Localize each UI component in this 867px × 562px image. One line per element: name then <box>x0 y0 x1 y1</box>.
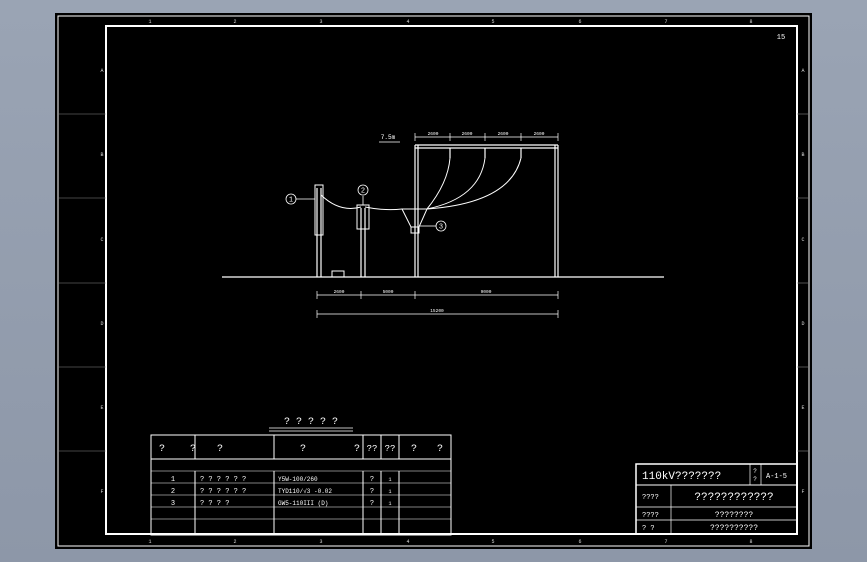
bom-cell-no: 1 <box>171 476 175 484</box>
title-side-label: ? <box>753 476 757 483</box>
dim-text: 2600 <box>462 131 473 137</box>
bom-cell-name: ? ? ? ? ? ? <box>200 488 246 496</box>
dim-text: 2600 <box>498 131 509 137</box>
col-marker: 3 <box>319 19 322 25</box>
title-row-label: ???? <box>642 494 659 502</box>
elevation-view <box>222 133 664 318</box>
row-marker: D <box>100 321 103 327</box>
bom-header: ?? <box>385 444 396 454</box>
drawing-title: 110kV??????? <box>642 471 721 483</box>
row-marker: F <box>801 489 804 495</box>
callout-3 <box>435 220 447 232</box>
bom-header: ? <box>217 444 223 455</box>
callout-label: 1 <box>289 197 293 205</box>
bom-title: ? ? ? ? ? <box>284 417 338 428</box>
cad-drawing: 1 2 3 4 5 6 7 8 1 2 3 4 5 6 7 8 A B C D … <box>57 15 810 547</box>
callout-1 <box>285 193 297 205</box>
bom-cell-unit: ? <box>370 476 374 484</box>
bom-cell-qty: 1 <box>388 501 391 507</box>
row-marker: C <box>801 237 804 243</box>
row-marker: C <box>100 237 103 243</box>
dim-text: 9000 <box>481 289 492 295</box>
title-row-value: ?????????? <box>710 524 758 533</box>
outer-border <box>57 15 810 547</box>
dim-text: 2600 <box>534 131 545 137</box>
col-marker: 7 <box>664 539 667 545</box>
bom-cell-no: 2 <box>171 488 175 496</box>
bom-header: ?? <box>367 444 378 454</box>
row-marker: B <box>801 152 804 158</box>
callout-label: 2 <box>361 188 365 196</box>
dim-text: 5000 <box>383 289 394 295</box>
bom-cell-qty: 1 <box>388 477 391 483</box>
col-marker: 8 <box>749 539 752 545</box>
row-marker: A <box>801 68 804 74</box>
col-marker: 5 <box>491 19 494 25</box>
row-marker: D <box>801 321 804 327</box>
bom-cell-model: TYD110/√3 -0.02 <box>278 488 332 495</box>
col-marker: 2 <box>233 19 236 25</box>
title-row-label: ???? <box>642 512 659 520</box>
col-marker: 4 <box>406 19 409 25</box>
row-marker: B <box>100 152 103 158</box>
bom-cell-name: ? ? ? ? <box>200 500 229 508</box>
bom-header: ? <box>159 444 165 455</box>
drawing-number: A-1-5 <box>766 473 787 481</box>
title-row-value: ???????????? <box>694 492 773 504</box>
bom-table <box>150 434 452 536</box>
col-marker: 7 <box>664 19 667 25</box>
row-marker: E <box>801 405 804 411</box>
col-marker: 6 <box>578 539 581 545</box>
bom-header: ? <box>437 444 443 455</box>
bom-header: ? <box>354 444 360 455</box>
dim-text: 2600 <box>428 131 439 137</box>
bom-header: ? <box>411 444 417 455</box>
page-number: 15 <box>777 34 785 42</box>
title-row-label: ? ? <box>642 525 655 533</box>
callout-label: 3 <box>439 224 443 232</box>
col-marker: 2 <box>233 539 236 545</box>
callout-2 <box>357 184 369 196</box>
title-side-label: ? <box>753 468 757 475</box>
bom-cell-model: Y5W-100/260 <box>278 476 318 483</box>
row-marker: A <box>100 68 103 74</box>
col-marker: 3 <box>319 539 322 545</box>
title-row-value: ???????? <box>715 511 754 520</box>
bom-header: ? <box>300 444 306 455</box>
elevation-label: 7.5m <box>381 134 396 141</box>
row-marker: F <box>100 489 103 495</box>
title-block <box>635 463 798 535</box>
bom-header: ? <box>190 444 196 455</box>
col-marker: 4 <box>406 539 409 545</box>
dim-text: 15200 <box>430 308 444 314</box>
col-marker: 1 <box>148 19 151 25</box>
col-marker: 1 <box>148 539 151 545</box>
col-marker: 6 <box>578 19 581 25</box>
col-marker: 5 <box>491 539 494 545</box>
bom-cell-no: 3 <box>171 500 175 508</box>
dim-text: 2600 <box>334 289 345 295</box>
drawing-sheet: 1 2 3 4 5 6 7 8 1 2 3 4 5 6 7 8 A B C D … <box>55 13 812 549</box>
bom-cell-unit: ? <box>370 488 374 496</box>
bom-cell-model: GW5-110III (D) <box>278 500 328 507</box>
bom-cell-unit: ? <box>370 500 374 508</box>
row-marker: E <box>100 405 103 411</box>
bom-cell-qty: 1 <box>388 489 391 495</box>
bom-cell-name: ? ? ? ? ? ? <box>200 476 246 484</box>
col-marker: 8 <box>749 19 752 25</box>
